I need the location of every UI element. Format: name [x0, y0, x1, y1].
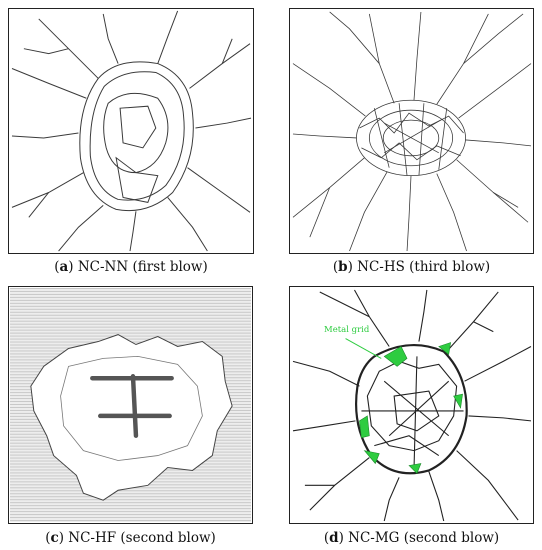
crack-drawing-a — [11, 10, 252, 252]
caption-c: (c) NC-HF (second blow) — [45, 530, 216, 546]
panel-b-crack-pattern — [289, 8, 534, 254]
caption-b: (b) NC-HS (third blow) — [332, 259, 491, 275]
caption-c-text: NC-HF (second blow) — [68, 530, 216, 546]
caption-b-letter: b — [338, 259, 348, 275]
caption-a-text: NC-NN (first blow) — [77, 259, 208, 275]
panel-a-crack-pattern — [8, 8, 254, 254]
panel-d-crack-pattern: Metal grid — [289, 286, 534, 524]
caption-c-letter: c — [50, 530, 59, 546]
crack-drawing-c — [10, 287, 251, 523]
crack-drawing-b — [292, 11, 532, 252]
caption-d-letter: d — [329, 530, 339, 546]
panel-c-crack-pattern — [8, 286, 253, 524]
caption-d: (d) NC-MG (second blow) — [323, 530, 500, 546]
caption-a-letter: a — [59, 259, 69, 275]
caption-d-text: NC-MG (second blow) — [348, 530, 500, 546]
crack-drawing-d — [292, 289, 532, 522]
metal-grid-label: Metal grid — [324, 325, 370, 335]
caption-b-text: NC-HS (third blow) — [357, 259, 491, 275]
caption-a: (a) NC-NN (first blow) — [54, 259, 208, 275]
